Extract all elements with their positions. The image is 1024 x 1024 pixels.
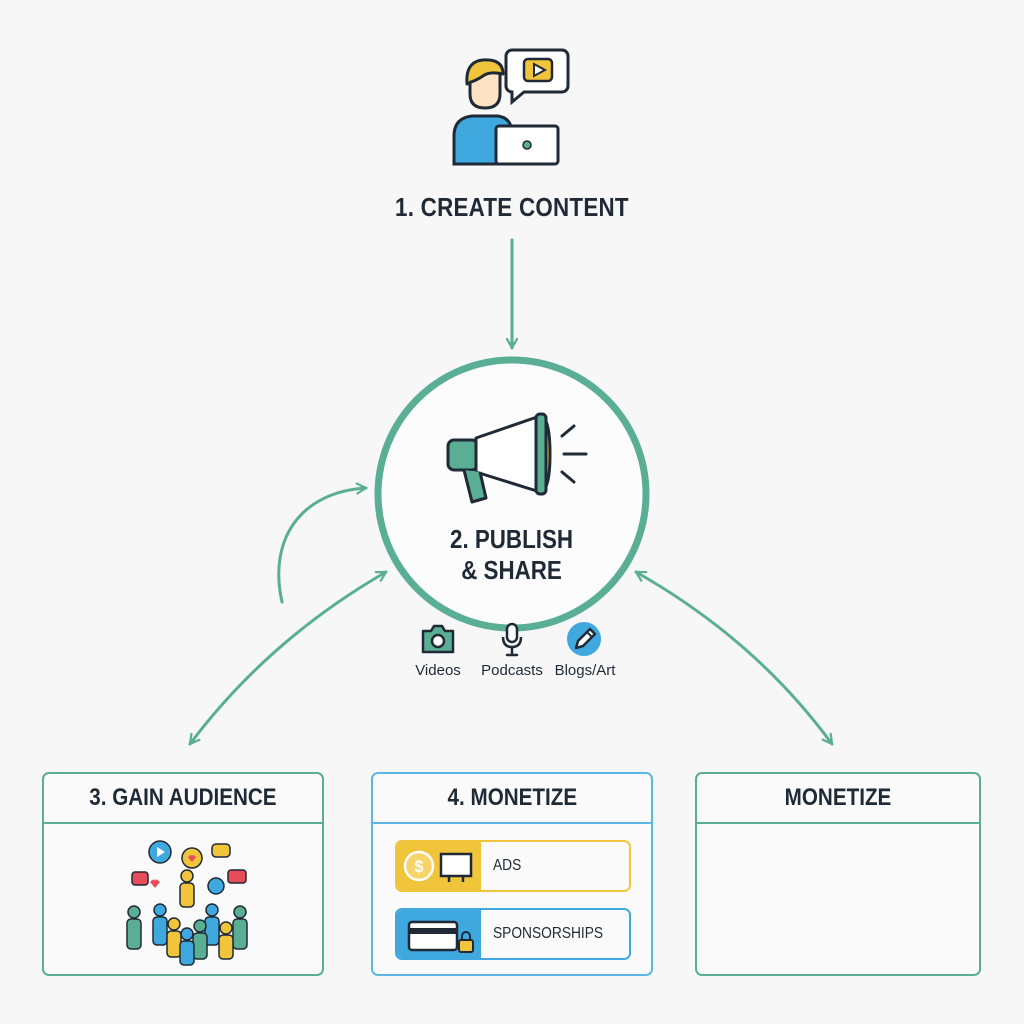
pen-icon xyxy=(567,622,601,656)
card-monetize-empty-title: MONETIZE xyxy=(697,774,979,824)
card-gain-audience: 3. GAIN AUDIENCE xyxy=(42,772,324,976)
card-monetize: 4. MONETIZE $ ADS SPONSORSHIPS xyxy=(371,772,653,976)
monetize-item-sponsorships-label: SPONSORSHIPS xyxy=(493,925,604,942)
monetize-item-ads[interactable]: $ ADS xyxy=(395,840,631,892)
format-label-podcasts: Podcasts xyxy=(481,662,543,679)
monetize-item-sponsorships[interactable]: SPONSORSHIPS xyxy=(395,908,631,960)
audience-crowd-icon xyxy=(126,840,248,966)
arrow-publish-audience xyxy=(188,570,388,746)
card-gain-audience-title: 3. GAIN AUDIENCE xyxy=(44,774,322,824)
card-lock-icon xyxy=(397,910,481,958)
camera-icon xyxy=(421,624,455,654)
svg-text:$: $ xyxy=(414,857,424,876)
arrow-loop-back xyxy=(277,488,368,604)
format-label-blogs-art: Blogs/Art xyxy=(554,662,616,679)
format-label-videos: Videos xyxy=(415,662,461,679)
monetize-item-ads-label: ADS xyxy=(493,857,522,874)
arrow-publish-monetize xyxy=(634,570,834,746)
dollar-billboard-icon: $ xyxy=(397,842,481,890)
megaphone-icon xyxy=(446,412,588,504)
step-publish-share-title: 2. PUBLISH & SHARE xyxy=(450,524,574,585)
step-create-content-title: 1. CREATE CONTENT xyxy=(395,192,629,222)
microphone-icon xyxy=(501,622,523,657)
card-monetize-title: 4. MONETIZE xyxy=(373,774,651,824)
card-monetize-empty: MONETIZE xyxy=(695,772,981,976)
creator-laptop-icon xyxy=(452,48,570,166)
